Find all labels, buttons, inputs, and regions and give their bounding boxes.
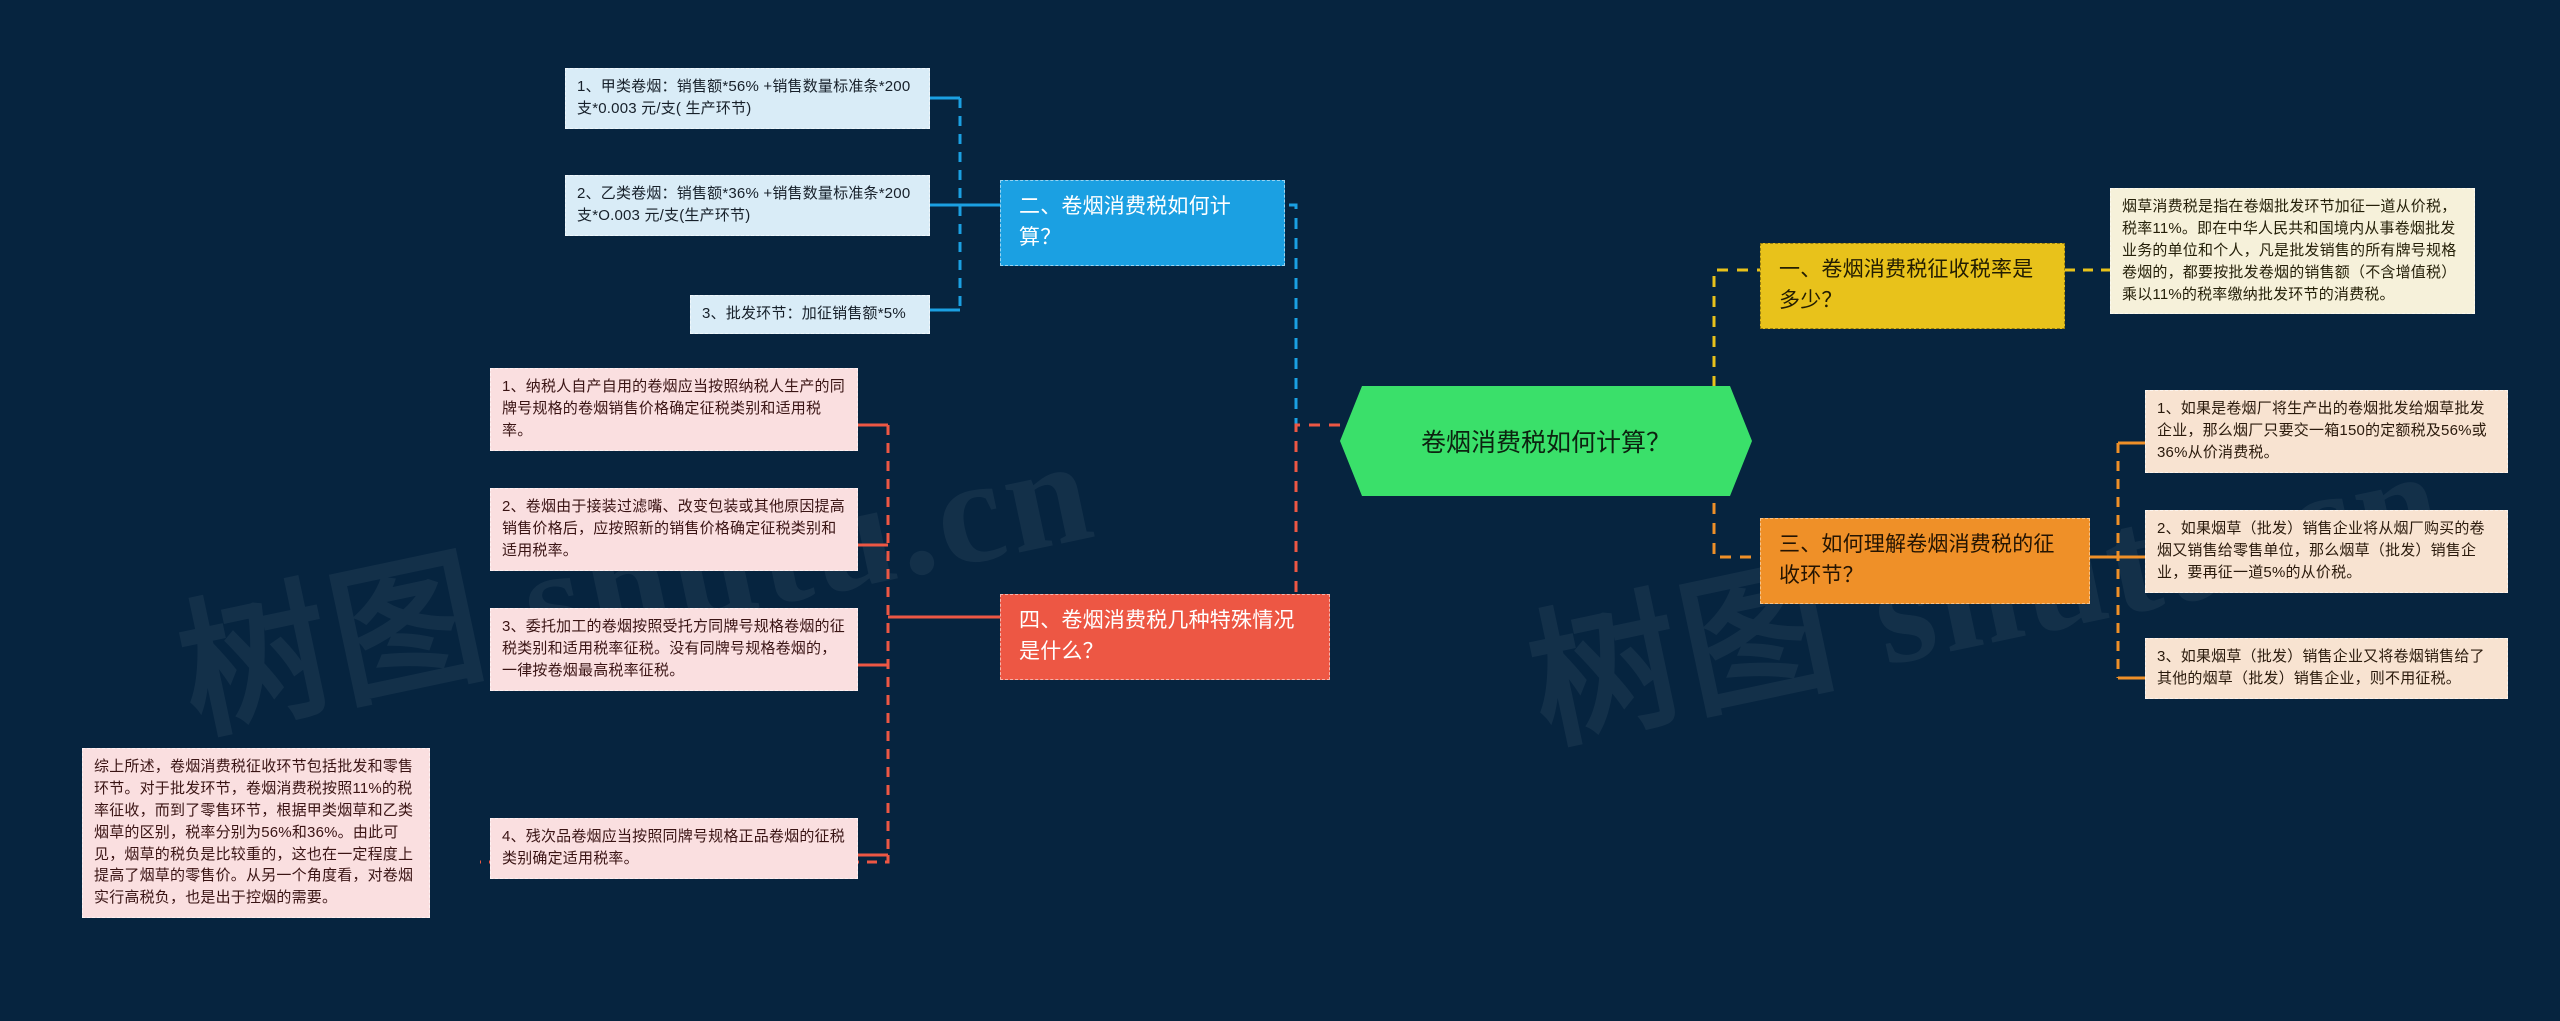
leaf-branch-four-1[interactable]: 1、纳税人自产自用的卷烟应当按照纳税人生产的同牌号规格的卷烟销售价格确定征税类别… <box>490 368 858 451</box>
branch-node-two[interactable]: 二、卷烟消费税如何计算？ <box>1000 180 1285 267</box>
link-root-to-branch-four <box>1000 423 1340 619</box>
leaf-branch-four-summary[interactable]: 综上所述，卷烟消费税征收环节包括批发和零售环节。对于批发环节，卷烟消费税按照11… <box>82 748 430 919</box>
branch-node-two-label: 二、卷烟消费税如何计算？ <box>1019 195 1231 249</box>
leaf-branch-four-4-text: 4、残次品卷烟应当按照同牌号规格正品卷烟的征税类别确定适用税率。 <box>502 828 845 867</box>
leaf-branch-four-4[interactable]: 4、残次品卷烟应当按照同牌号规格正品卷烟的征税类别确定适用税率。 <box>490 818 858 879</box>
branch-node-one[interactable]: 一、卷烟消费税征收税率是多少？ <box>1760 243 2065 330</box>
branch-node-four[interactable]: 四、卷烟消费税几种特殊情况是什么？ <box>1000 594 1330 681</box>
leaf-branch-four-1-text: 1、纳税人自产自用的卷烟应当按照纳税人生产的同牌号规格的卷烟销售价格确定征税类别… <box>502 378 845 439</box>
leaf-branch-three-1-text: 1、如果是卷烟厂将生产出的卷烟批发给烟草批发企业，那么烟厂只要交一箱150的定额… <box>2157 400 2487 461</box>
leaf-branch-two-1[interactable]: 1、甲类卷烟：销售额*56% +销售数量标准条*200支*0.003 元/支( … <box>565 68 930 129</box>
leaf-branch-two-2-text: 2、乙类卷烟：销售额*36% +销售数量标准条*200支*O.003 元/支(生… <box>577 185 911 224</box>
leaf-branch-four-3-text: 3、委托加工的卷烟按照受托方同牌号规格卷烟的征税类别和适用税率征税。没有同牌号规… <box>502 618 845 679</box>
branch-node-three[interactable]: 三、如何理解卷烟消费税的征收环节？ <box>1760 518 2090 605</box>
leaf-branch-four-2[interactable]: 2、卷烟由于接装过滤嘴、改变包装或其他原因提高销售价格后，应按照新的销售价格确定… <box>490 488 858 571</box>
leaf-branch-one-1[interactable]: 烟草消费税是指在卷烟批发环节加征一道从价税，税率11%。即在中华人民共和国境内从… <box>2110 188 2475 315</box>
leaf-branch-two-1-text: 1、甲类卷烟：销售额*56% +销售数量标准条*200支*0.003 元/支( … <box>577 78 911 117</box>
leaf-branch-two-3-text: 3、批发环节：加征销售额*5% <box>702 305 906 322</box>
root-node[interactable]: 卷烟消费税如何计算？ <box>1340 386 1752 496</box>
branch-node-three-label: 三、如何理解卷烟消费税的征收环节？ <box>1779 533 2055 587</box>
leaf-branch-three-3[interactable]: 3、如果烟草（批发）销售企业又将卷烟销售给了其他的烟草（批发）销售企业，则不用征… <box>2145 638 2508 699</box>
leaf-branch-one-1-text: 烟草消费税是指在卷烟批发环节加征一道从价税，税率11%。即在中华人民共和国境内从… <box>2122 198 2457 303</box>
leaf-branch-three-3-text: 3、如果烟草（批发）销售企业又将卷烟销售给了其他的烟草（批发）销售企业，则不用征… <box>2157 648 2485 687</box>
leaf-branch-two-2[interactable]: 2、乙类卷烟：销售额*36% +销售数量标准条*200支*O.003 元/支(生… <box>565 175 930 236</box>
leaf-branch-three-1[interactable]: 1、如果是卷烟厂将生产出的卷烟批发给烟草批发企业，那么烟厂只要交一箱150的定额… <box>2145 390 2508 473</box>
leaf-branch-four-2-text: 2、卷烟由于接装过滤嘴、改变包装或其他原因提高销售价格后，应按照新的销售价格确定… <box>502 498 845 559</box>
leaf-branch-three-2-text: 2、如果烟草（批发）销售企业将从烟厂购买的卷烟又销售给零售单位，那么烟草（批发）… <box>2157 520 2485 581</box>
branch-node-four-label: 四、卷烟消费税几种特殊情况是什么？ <box>1019 609 1295 663</box>
root-node-label: 卷烟消费税如何计算？ <box>1420 429 1671 457</box>
leaf-branch-four-3[interactable]: 3、委托加工的卷烟按照受托方同牌号规格卷烟的征税类别和适用税率征税。没有同牌号规… <box>490 608 858 691</box>
branch-node-one-label: 一、卷烟消费税征收税率是多少？ <box>1779 258 2034 312</box>
leaf-branch-two-3[interactable]: 3、批发环节：加征销售额*5% <box>690 295 930 334</box>
leaf-branch-four-summary-text: 综上所述，卷烟消费税征收环节包括批发和零售环节。对于批发环节，卷烟消费税按照11… <box>94 758 414 907</box>
leaf-branch-three-2[interactable]: 2、如果烟草（批发）销售企业将从烟厂购买的卷烟又销售给零售单位，那么烟草（批发）… <box>2145 510 2508 593</box>
